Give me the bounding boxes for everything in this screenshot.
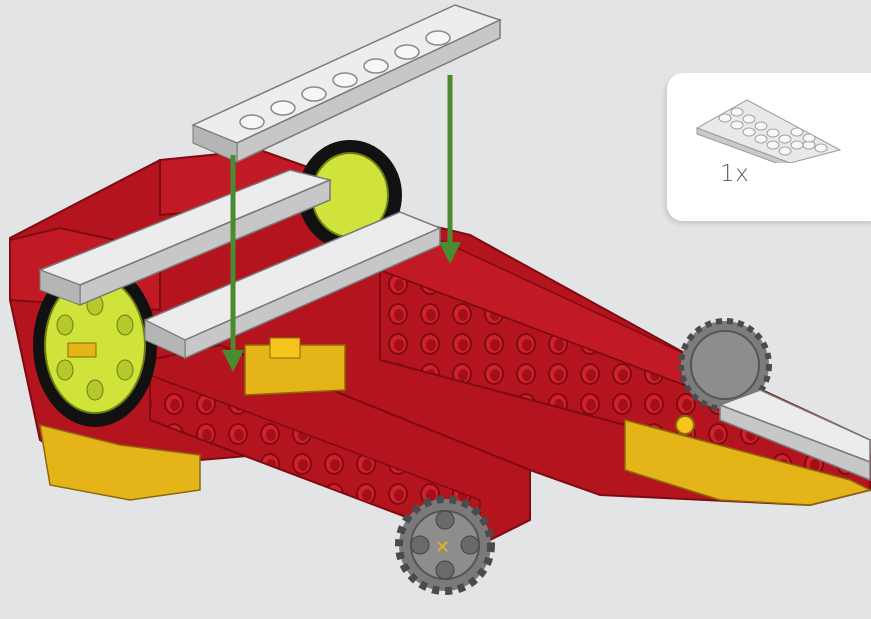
new-plate-2x8 bbox=[193, 5, 500, 162]
parts-callout: 1x bbox=[667, 73, 871, 221]
plate-2x8-icon bbox=[692, 88, 842, 163]
part-quantity: 1x bbox=[720, 161, 749, 187]
gear-front: ✕ bbox=[399, 499, 491, 591]
svg-text:✕: ✕ bbox=[435, 537, 450, 558]
